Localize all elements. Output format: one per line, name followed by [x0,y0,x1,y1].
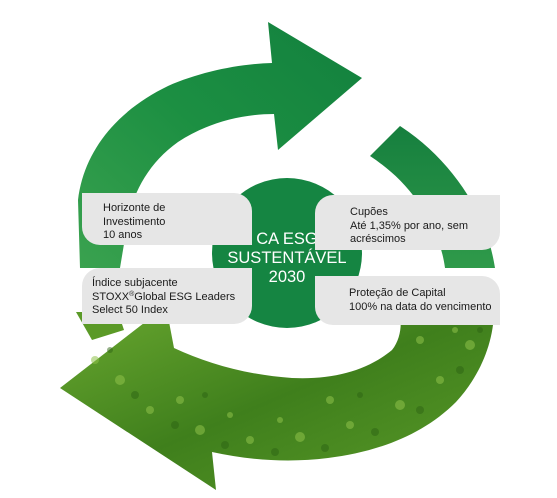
investment-horizon-card: Horizonte de Investimento 10 anos [82,193,252,245]
capital-protection-card: Proteção de Capital 100% na data do venc… [315,276,500,325]
protection-value: 100% na data do vencimento [349,300,492,313]
coupons-value-1: Até 1,35% por ano, sem [350,219,469,232]
underlying-index-card: Índice subjacente STOXX®Global ESG Leade… [82,268,252,324]
product-title-line-1: CA ESG [256,230,318,248]
protection-label: Proteção de Capital [349,287,446,299]
horizon-label-2: Investimento [103,215,166,228]
coupons-value-2: acréscimos [350,233,406,245]
index-name-line-2: Select 50 Index [92,304,168,316]
coupons-label: Cupões [350,206,388,218]
coupons-card: Cupões Até 1,35% por ano, sem acréscimos [315,195,500,250]
product-title-line-2: SUSTENTÁVEL [227,249,347,267]
horizon-value: 10 anos [103,229,143,241]
product-title-line-3: 2030 [268,268,306,286]
index-label: Índice subjacente [92,277,178,289]
index-name-line-1: STOXX®Global ESG Leaders [92,290,236,303]
horizon-label-1: Horizonte de [103,202,166,214]
leafy-cycle-arrow-icon [60,306,494,490]
